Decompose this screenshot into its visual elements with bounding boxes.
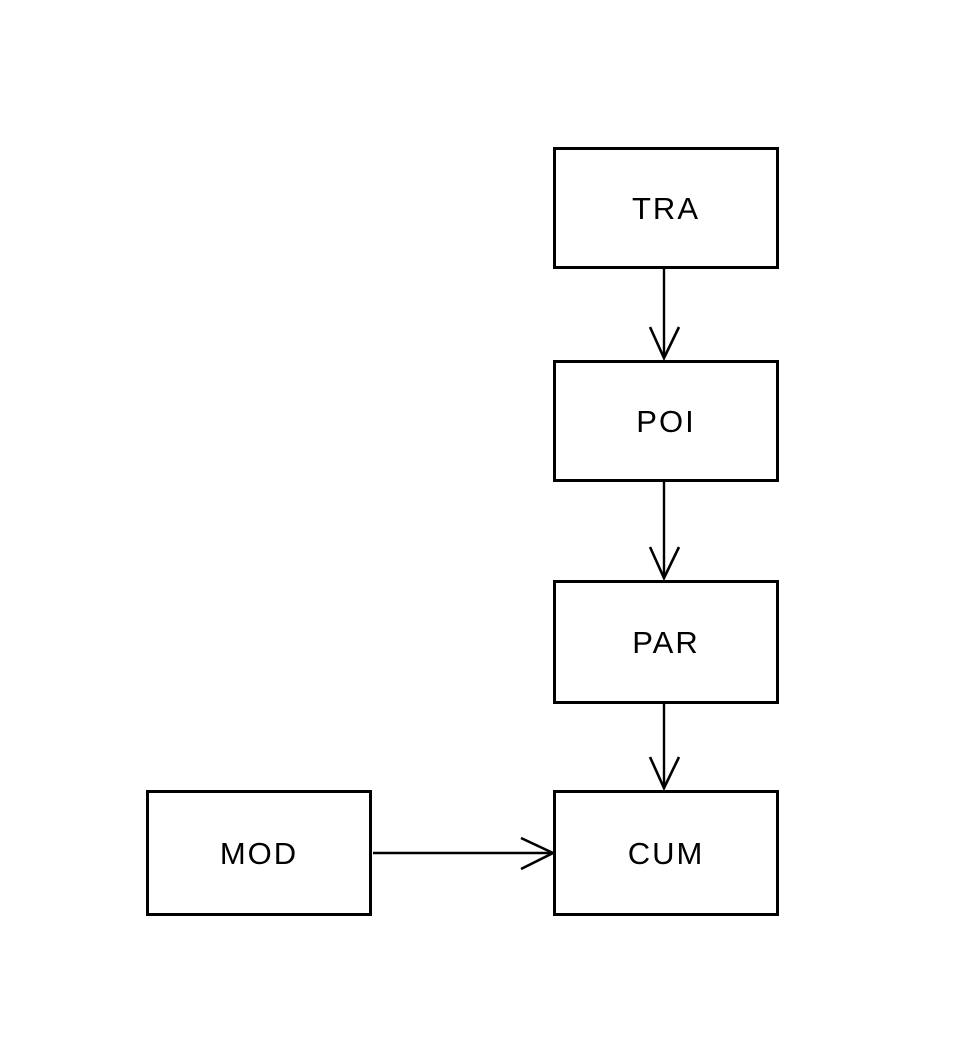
edge-poi-to-par xyxy=(648,482,681,582)
edge-tra-to-poi xyxy=(648,269,681,362)
edge-par-to-cum xyxy=(648,704,681,792)
node-poi-label: POI xyxy=(636,403,696,439)
edge-poi-to-par-arrowhead xyxy=(648,546,681,582)
node-tra-label: TRA xyxy=(632,190,700,226)
node-poi[interactable]: POI xyxy=(553,360,779,482)
node-par[interactable]: PAR xyxy=(553,580,779,704)
edge-mod-to-cum-arrowhead xyxy=(520,836,556,871)
node-mod-label: MOD xyxy=(219,835,299,871)
node-tra[interactable]: TRA xyxy=(553,147,779,269)
node-mod[interactable]: MOD xyxy=(146,790,372,916)
edge-mod-to-cum xyxy=(373,836,556,871)
edge-par-to-cum-arrowhead xyxy=(648,756,681,792)
node-cum-label: CUM xyxy=(627,835,705,871)
node-cum[interactable]: CUM xyxy=(553,790,779,916)
node-par-label: PAR xyxy=(632,624,700,660)
edge-tra-to-poi-arrowhead xyxy=(648,326,681,362)
